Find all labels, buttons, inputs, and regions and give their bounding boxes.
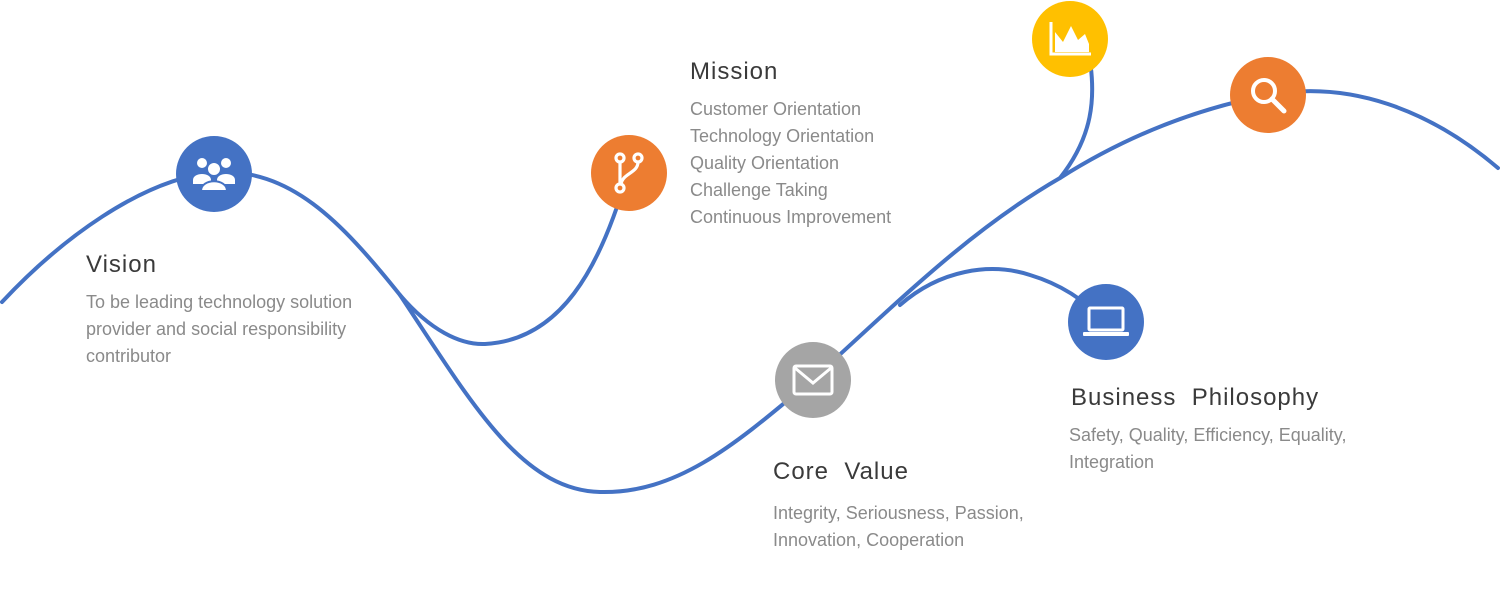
laptop-icon (1083, 306, 1129, 336)
mission-description: Customer Orientation Technology Orientat… (690, 96, 891, 231)
mission-block: Mission Customer Orientation Technology … (690, 58, 891, 231)
chart-node (1032, 1, 1108, 77)
core-value-description: Integrity, Seriousness, Passion, Innovat… (773, 500, 1024, 554)
core-value-line: Innovation, Cooperation (773, 530, 965, 550)
core-value-node (775, 342, 851, 418)
search-icon (1251, 78, 1287, 114)
area-chart-icon (1049, 22, 1091, 56)
vision-line: To be leading technology solution (86, 292, 353, 312)
vision-block: Vision To be leading technology solution… (86, 251, 352, 370)
mission-line: Challenge Taking (690, 180, 828, 200)
core-value-title: Core Value (773, 458, 909, 485)
mission-line: Continuous Improvement (690, 207, 892, 227)
mission-line: Technology Orientation (690, 126, 875, 146)
vision-node (176, 136, 252, 212)
mission-line: Quality Orientation (690, 153, 840, 173)
business-philosophy-line: Integration (1069, 452, 1155, 472)
mission-title: Mission (690, 58, 779, 85)
business-philosophy-line: Safety, Quality, Efficiency, Equality, (1069, 425, 1347, 445)
core-value-line: Integrity, Seriousness, Passion, (773, 503, 1024, 523)
mission-line: Customer Orientation (690, 99, 862, 119)
business-philosophy-description: Safety, Quality, Efficiency, Equality, I… (1069, 422, 1346, 476)
branch-icon (614, 152, 644, 194)
core-value-block: Core Value Integrity, Seriousness, Passi… (773, 458, 1024, 554)
business-philosophy-block: Business Philosophy Safety, Quality, Eff… (1069, 384, 1346, 476)
vision-line: contributor (86, 346, 172, 366)
business-philosophy-node (1068, 284, 1144, 360)
vision-title: Vision (86, 251, 157, 278)
vision-description: To be leading technology solution provid… (86, 289, 352, 370)
mission-node (591, 135, 667, 211)
search-node (1230, 57, 1306, 133)
curve-left-wave (0, 169, 630, 347)
vision-line: provider and social responsibility (86, 319, 347, 339)
users-icon (193, 158, 235, 192)
business-philosophy-title: Business Philosophy (1071, 384, 1320, 411)
envelope-icon (792, 364, 834, 396)
